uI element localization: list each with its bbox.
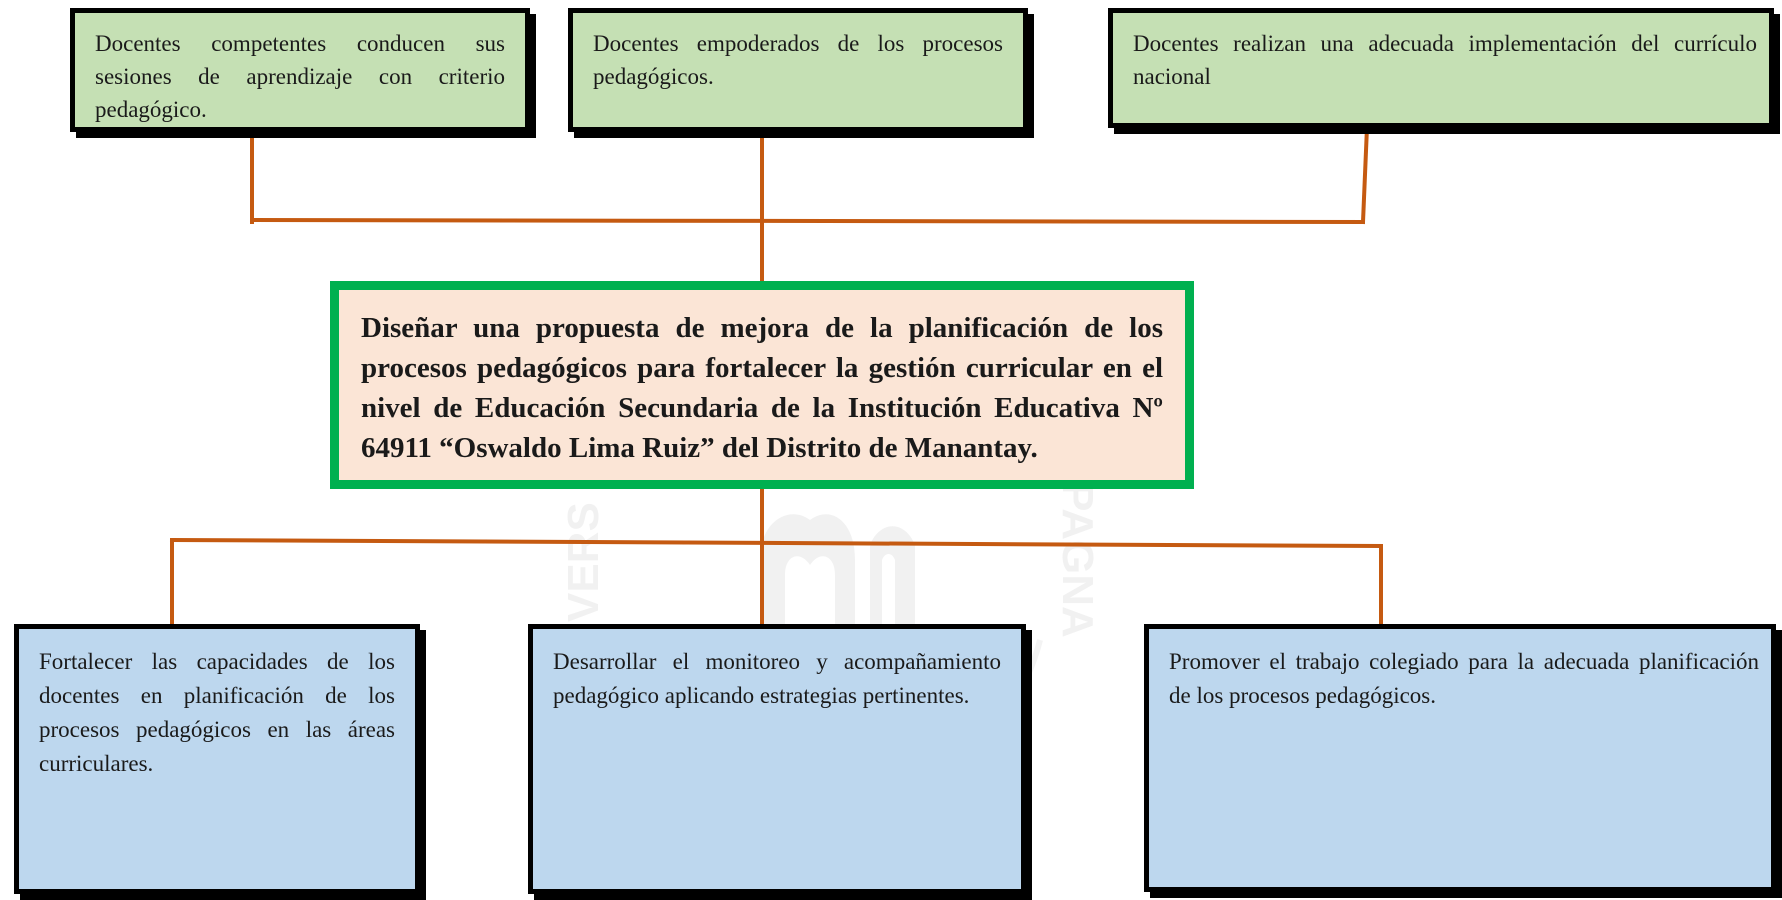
end-box-1: Docentes competentes conducen sus sesion…: [70, 8, 530, 132]
means-box-2: Desarrollar el monitoreo y acompañamient…: [528, 624, 1026, 894]
objective-box: Diseñar una propuesta de mejora de la pl…: [330, 281, 1194, 489]
end-box-3-text: Docentes realizan una adecuada implement…: [1133, 31, 1757, 89]
end-box-3: Docentes realizan una adecuada implement…: [1108, 8, 1774, 128]
end-box-2-text: Docentes empoderados de los procesos ped…: [593, 31, 1003, 89]
means-box-3: Promover el trabajo colegiado para la ad…: [1144, 624, 1776, 892]
connector-end-3: [1360, 124, 1370, 225]
means-box-1-text: Fortalecer las capacidades de los docent…: [39, 649, 395, 776]
connector-top-bar: [249, 217, 1366, 225]
connector-bottom-bar: [169, 537, 1384, 549]
end-box-1-text: Docentes competentes conducen sus sesion…: [95, 31, 505, 122]
means-box-2-text: Desarrollar el monitoreo y acompañamient…: [553, 649, 1001, 708]
objective-text: Diseñar una propuesta de mejora de la pl…: [361, 312, 1163, 464]
means-box-1: Fortalecer las capacidades de los docent…: [14, 624, 420, 894]
end-box-2: Docentes empoderados de los procesos ped…: [568, 8, 1028, 132]
means-box-3-text: Promover el trabajo colegiado para la ad…: [1169, 649, 1759, 708]
